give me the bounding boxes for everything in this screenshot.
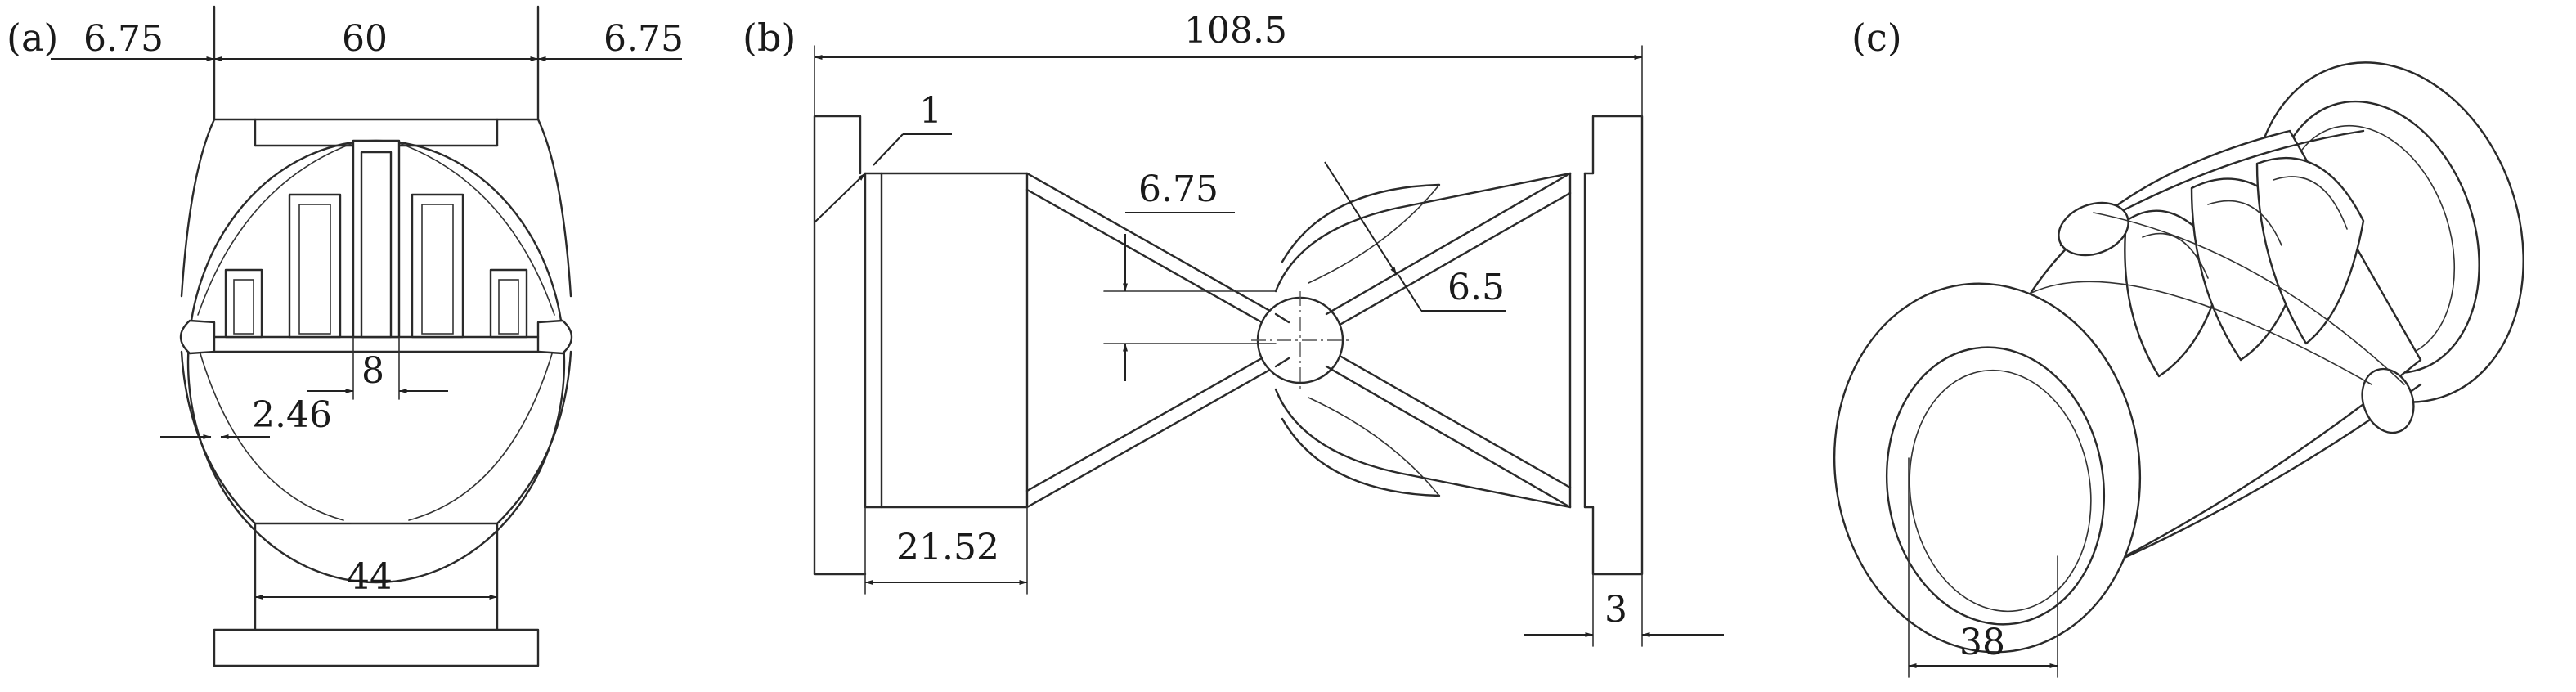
dim-outlet-width: 44 <box>347 556 393 598</box>
panel-c: (c) <box>1833 16 2524 678</box>
dim-inlet-length: 21.52 <box>896 527 999 568</box>
dim-overall-length: 108.5 <box>1184 10 1287 52</box>
dim-flange-left: 6.75 <box>83 18 164 60</box>
dim-throat-gap: 6.75 <box>1138 169 1218 210</box>
panel-b-label: (b) <box>743 16 796 60</box>
dim-tooth-pitch: 8 <box>361 350 384 392</box>
panel-a-dimensions: 6.75 60 6.75 8 2.46 44 <box>51 18 684 600</box>
panel-a-label: (a) <box>7 16 58 60</box>
dim-port-diameter: 38 <box>1959 622 2005 663</box>
panel-a: (a) <box>7 5 684 667</box>
panel-c-label: (c) <box>1851 16 1902 60</box>
panel-b-dimensions: 108.5 1 6.75 6.5 21.52 <box>814 10 1724 647</box>
dim-ball-radius: 6.5 <box>1447 267 1505 308</box>
dim-chamfer: 1 <box>919 90 942 132</box>
dim-flange-thickness: 3 <box>1604 589 1627 631</box>
dim-wall-offset: 2.46 <box>252 394 332 436</box>
panel-a-body <box>179 5 573 667</box>
panel-c-body <box>1833 61 2524 654</box>
panel-b-body <box>813 115 1644 576</box>
dim-inner-width: 60 <box>342 18 388 60</box>
panel-c-dimensions: 38 <box>1908 457 2058 678</box>
dim-flange-right: 6.75 <box>604 18 684 60</box>
panel-b: (b) <box>743 10 1724 647</box>
